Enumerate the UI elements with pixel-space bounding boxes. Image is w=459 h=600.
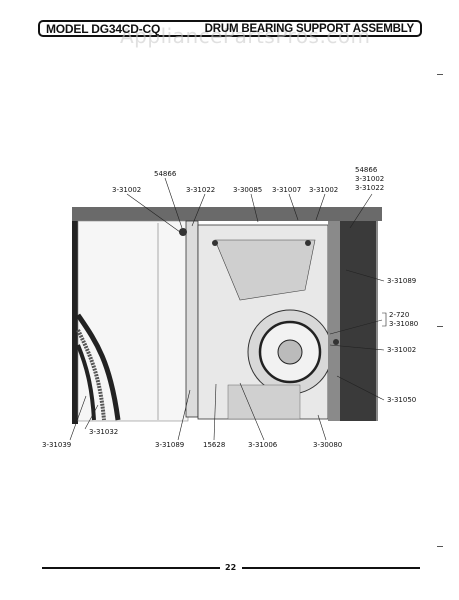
part-label: 3-31006 xyxy=(248,441,278,449)
margin-mark xyxy=(437,74,443,75)
part-label: 3-31050 xyxy=(387,396,417,404)
support-bracket-left xyxy=(185,220,199,418)
part-label: 3-31080 xyxy=(389,320,419,328)
margin-mark xyxy=(437,546,443,547)
part-label: 3-30085 xyxy=(233,186,263,194)
part-label: 3-30080 xyxy=(313,441,343,449)
footer-rule-right xyxy=(242,567,420,569)
part-label: 3-31032 xyxy=(89,428,119,436)
margin-mark xyxy=(437,326,443,327)
part-label: 3-31002 xyxy=(112,186,142,194)
top-frame xyxy=(72,207,382,221)
part-label: 54866 xyxy=(355,166,378,174)
part-label: 3-31022 xyxy=(355,184,385,192)
part-label: 3-31089 xyxy=(155,441,185,449)
footer-rule-left xyxy=(42,567,220,569)
drum-panel xyxy=(77,220,189,422)
watermark: AppliancePartsPros.com xyxy=(120,24,371,48)
assembly-title: DRUM BEARING SUPPORT ASSEMBLY xyxy=(204,23,415,35)
part-label: 3-31022 xyxy=(186,186,216,194)
model-number: MODEL DG34CD-CQ xyxy=(46,22,161,36)
part-label: 54866 xyxy=(154,170,177,178)
left-frame xyxy=(72,221,78,424)
part-label: 3-31002 xyxy=(387,346,417,354)
title-bar: AppliancePartsPros.com MODEL DG34CD-CQ D… xyxy=(38,20,422,48)
part-label: 3-31002 xyxy=(309,186,339,194)
part-label: 3-31002 xyxy=(355,175,385,183)
part-label: 15628 xyxy=(203,441,226,449)
page-number: 22 xyxy=(225,563,237,572)
part-label: 2-720 xyxy=(389,311,410,319)
part-label: 3-31007 xyxy=(272,186,302,194)
part-label: 3-31089 xyxy=(387,277,417,285)
part-label: 3-31039 xyxy=(42,441,72,449)
